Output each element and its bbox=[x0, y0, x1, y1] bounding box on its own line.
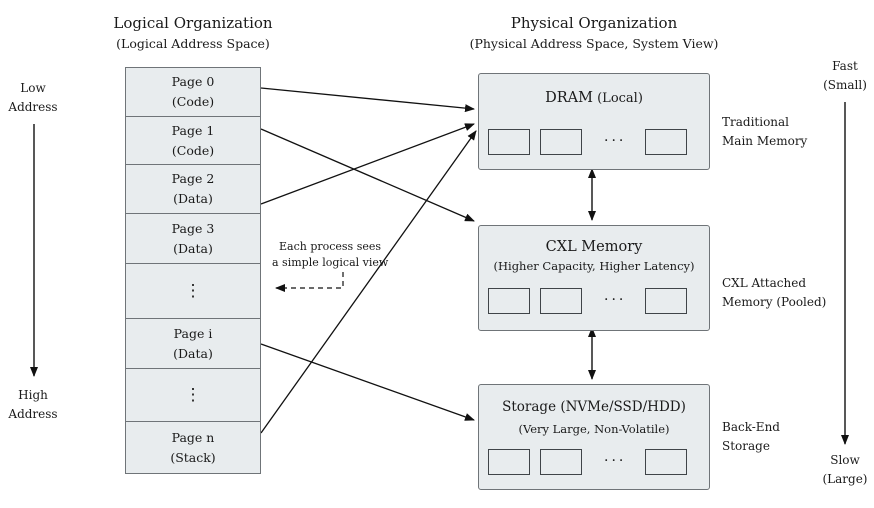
cxl-slot-2 bbox=[540, 288, 582, 314]
dram-slot-1 bbox=[488, 129, 530, 155]
logical-title: Logical Organization bbox=[113, 14, 273, 32]
physical-title: Physical Organization bbox=[510, 14, 678, 32]
physical-subtitle: (Physical Address Space, System View) bbox=[469, 36, 719, 51]
logical-page-2: Page 2(Data) bbox=[125, 164, 261, 214]
dram-title: DRAM (Local) bbox=[545, 90, 643, 106]
cxl-detail: (Higher Capacity, Higher Latency) bbox=[493, 259, 695, 273]
storage-title: Storage (NVMe/SSD/HDD) bbox=[502, 399, 686, 415]
logical-page-ellipsis-1: ⋮ bbox=[125, 263, 261, 319]
logical-subtitle: (Logical Address Space) bbox=[116, 36, 270, 51]
cxl-memory-box: CXL Memory (Higher Capacity, Higher Late… bbox=[478, 225, 710, 331]
logical-page-1: Page 1(Code) bbox=[125, 116, 261, 165]
dram-slot-n bbox=[645, 129, 687, 155]
storage-detail: (Very Large, Non-Volatile) bbox=[518, 422, 670, 436]
storage-slot-1 bbox=[488, 449, 530, 475]
logical-page-ellipsis-2: ⋮ bbox=[125, 368, 261, 422]
dram-slot-2 bbox=[540, 129, 582, 155]
storage-slot-n bbox=[645, 449, 687, 475]
logical-page-i: Page i(Data) bbox=[125, 318, 261, 369]
slow-label: Slow(Large) bbox=[822, 453, 868, 486]
dram-box: DRAM (Local) ··· bbox=[478, 73, 710, 170]
logical-view-annotation-arrow bbox=[275, 272, 344, 292]
cxl-slot-1 bbox=[488, 288, 530, 314]
mapping-arrow-page-0-to-tier-0 bbox=[260, 87, 475, 113]
logical-page-n: Page n(Stack) bbox=[125, 421, 261, 474]
storage-slot-ellipsis: ··· bbox=[604, 453, 627, 469]
page-mapping-arrows bbox=[260, 87, 477, 434]
dram-slot-ellipsis: ··· bbox=[604, 133, 627, 149]
mapping-arrow-page-2-to-tier-0 bbox=[260, 123, 475, 205]
logical-page-3: Page 3(Data) bbox=[125, 213, 261, 264]
mapping-arrow-page-5-to-tier-2 bbox=[260, 343, 475, 421]
cxl-title: CXL Memory bbox=[545, 239, 643, 255]
storage-box: Storage (NVMe/SSD/HDD) (Very Large, Non-… bbox=[478, 384, 710, 490]
cxl-slot-n bbox=[645, 288, 687, 314]
fast-label: Fast(Small) bbox=[823, 59, 867, 92]
mapping-arrow-page-7-to-tier-0 bbox=[260, 130, 477, 434]
mapping-arrow-page-1-to-tier-1 bbox=[260, 128, 475, 222]
storage-slot-2 bbox=[540, 449, 582, 475]
cxl-slot-ellipsis: ··· bbox=[604, 292, 627, 308]
logical-page-0: Page 0(Code) bbox=[125, 67, 261, 117]
